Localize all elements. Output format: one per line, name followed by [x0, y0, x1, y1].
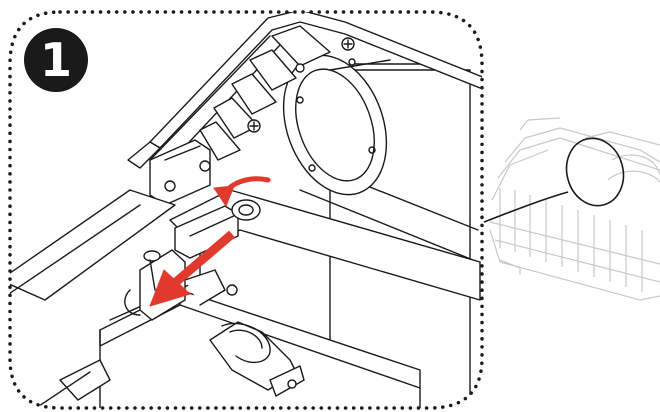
pinch-roller: [231, 199, 261, 221]
release-latch: [209, 321, 305, 397]
left-housing-block: [149, 139, 211, 206]
lower-frame-rail: [10, 189, 176, 301]
pull-direction-arrow-icon: [149, 230, 235, 307]
side-gear-assembly: [199, 25, 355, 161]
overview-leader-line: [483, 191, 569, 223]
tension-block: [174, 205, 239, 259]
step-number: 1: [39, 33, 72, 87]
overview-highlight-circle: [565, 137, 625, 207]
step-number-badge: 1: [24, 28, 88, 92]
housing-frame: [149, 12, 482, 149]
detail-frame: [8, 10, 484, 410]
